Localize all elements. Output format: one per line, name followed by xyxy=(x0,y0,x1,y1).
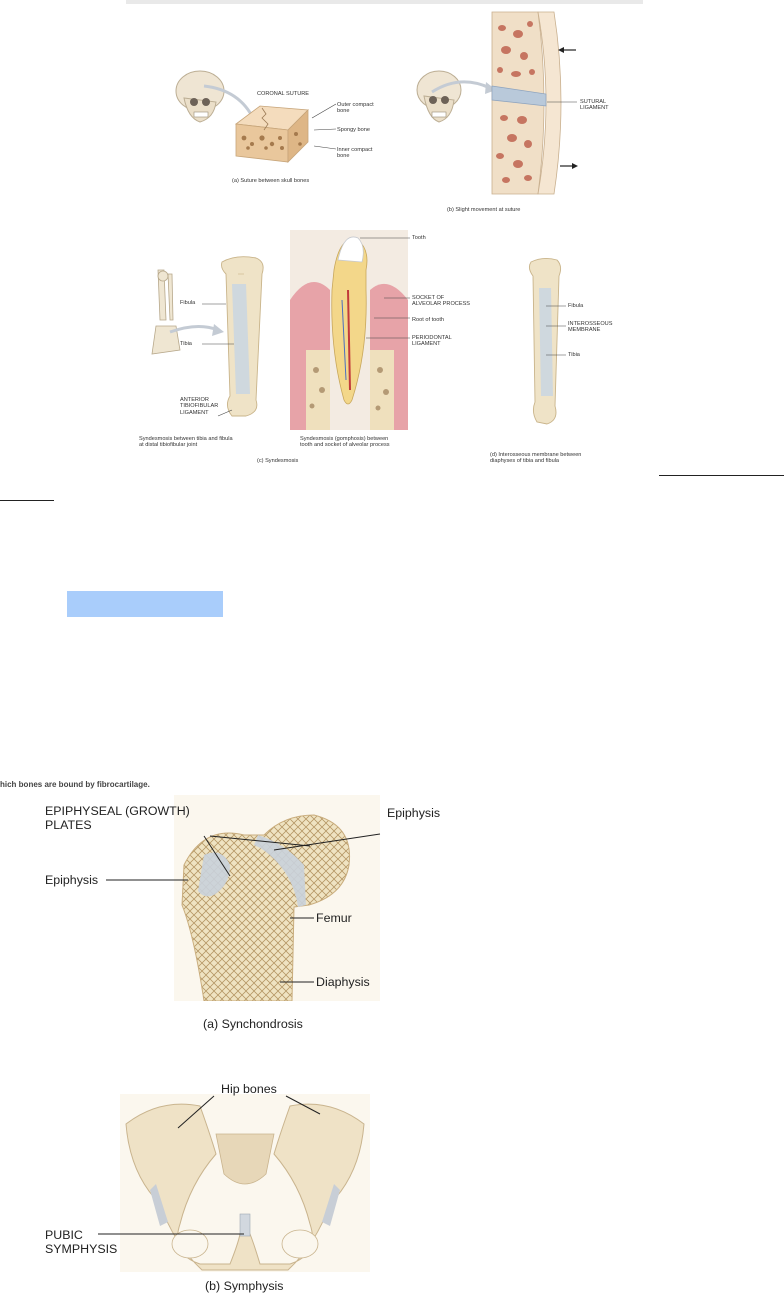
highlight-bar xyxy=(67,591,223,617)
leader-lines-tooth xyxy=(360,237,410,339)
label-fibula-d: Fibula xyxy=(568,303,584,309)
skull-illustration-a xyxy=(175,70,225,123)
label-tooth: Tooth xyxy=(412,235,426,241)
label-inner-compact-bone: Inner compact bone xyxy=(337,147,373,160)
tibia-fibula-c xyxy=(221,256,264,417)
label-tibia-c: Tibia xyxy=(180,341,192,347)
leader-line-b xyxy=(547,101,577,103)
label-pubic-symphysis: PUBIC SYMPHYSIS xyxy=(45,1228,118,1256)
label-fibula-c: Fibula xyxy=(180,300,196,306)
caption-b: (b) Slight movement at suture xyxy=(447,207,521,213)
skull-illustration-b xyxy=(416,70,462,123)
caption-c-left: Syndesmosis between tibia and fibula at … xyxy=(139,436,233,449)
caption-c: (c) Syndesmosis xyxy=(257,458,299,464)
label-outer-compact-bone: Outer compact bone xyxy=(337,102,374,115)
caption-d: (d) Interosseous membrane between diaphy… xyxy=(490,452,582,465)
leader-lines-pelvis xyxy=(98,1095,321,1235)
caption-synchondrosis: (a) Synchondrosis xyxy=(203,1017,303,1031)
label-spongy-bone: Spongy bone xyxy=(337,127,370,133)
top-scroll-strip xyxy=(126,0,643,4)
label-sutural-ligament: SUTURAL LIGAMENT xyxy=(580,99,609,112)
label-epiphysis-left: Epiphysis xyxy=(45,873,99,887)
leader-lines-c xyxy=(202,303,234,417)
label-coronal-suture: CORONAL SUTURE xyxy=(257,91,310,97)
leader-lines-femur xyxy=(106,833,381,983)
caption-gomphosis: Syndesmosis (gomphosis) between tooth an… xyxy=(300,436,390,449)
movement-arrows-b xyxy=(558,47,578,169)
label-periodontal-ligament: PERIODONTAL LIGAMENT xyxy=(412,335,452,348)
arrow-c xyxy=(169,324,224,336)
rule-right xyxy=(659,475,784,476)
rule-left xyxy=(0,500,54,501)
figure-fibrous-joints: CORONAL SUTURE Outer compact bone Spongy… xyxy=(0,0,784,490)
sutural-bone-slab xyxy=(491,11,562,195)
leader-lines-d xyxy=(546,305,566,356)
cut-off-text-line: hich bones are bound by fibrocartilage. xyxy=(0,781,150,789)
label-interosseous-membrane: INTEROSSEOUS MEMBRANE xyxy=(568,321,613,334)
leader-lines-a xyxy=(311,103,337,150)
caption-symphysis: (b) Symphysis xyxy=(205,1279,284,1293)
label-femur: Femur xyxy=(316,911,352,925)
label-hip-bones: Hip bones xyxy=(221,1082,277,1096)
label-socket-alveolar-process: SOCKET OF ALVEOLAR PROCESS xyxy=(412,295,471,308)
label-diaphysis: Diaphysis xyxy=(316,975,370,989)
label-anterior-tibiofibular-ligament: ANTERIOR TIBIOFIBULAR LIGAMENT xyxy=(180,397,219,416)
caption-a: (a) Suture between skull bones xyxy=(232,178,310,184)
pelvis-symphysis-illustration xyxy=(120,1094,370,1272)
suture-block-a xyxy=(234,105,309,163)
label-epiphyseal-growth-plates: EPIPHYSEAL (GROWTH) PLATES xyxy=(45,804,190,832)
leg-skeleton-illustration xyxy=(151,269,181,355)
label-tibia-d: Tibia xyxy=(568,352,580,358)
label-epiphysis-right: Epiphysis xyxy=(387,806,441,820)
label-root-of-tooth: Root of tooth xyxy=(412,317,445,323)
tibia-fibula-d xyxy=(528,257,562,425)
tooth-gomphosis-illustration xyxy=(290,230,408,430)
